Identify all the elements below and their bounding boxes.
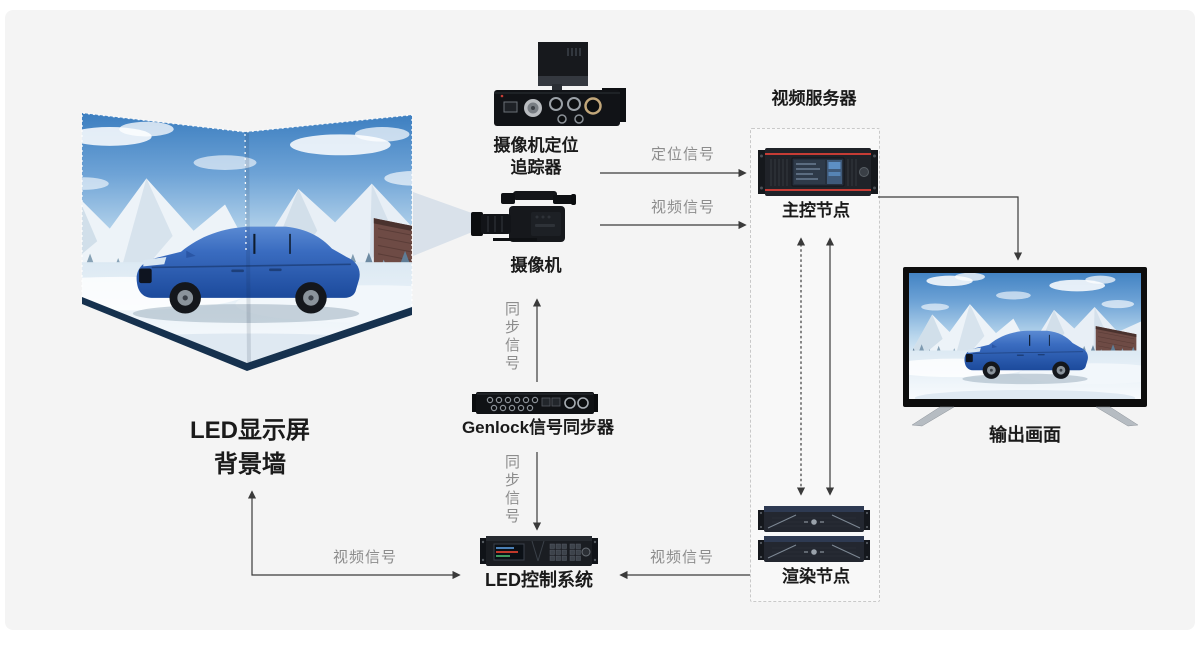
- tv-stand: [911, 406, 1139, 427]
- render-node-label: 渲染节点: [782, 567, 850, 586]
- video-signal-label-wall: 视频信号: [332, 549, 397, 566]
- tracker-device-image: [494, 42, 626, 126]
- tracker-label-line2: 追踪器: [510, 158, 562, 178]
- camera-label: 摄像机: [510, 256, 562, 275]
- positioning-signal-label: 定位信号: [650, 146, 715, 163]
- camera-beam: [413, 192, 497, 256]
- video-signal-label-render: 视频信号: [649, 549, 714, 566]
- render-node-device-image: [758, 506, 870, 562]
- output-screen-label: 输出画面: [989, 425, 1061, 445]
- led-wall-label: LED显示屏 背景墙: [140, 414, 360, 481]
- tracker-label: 摄像机定位 追踪器: [462, 135, 610, 179]
- video-signal-label-camera: 视频信号: [650, 199, 715, 216]
- led-wall-bottom-edge: [82, 297, 412, 371]
- genlock-device-image: [472, 392, 598, 414]
- master-node-label: 主控节点: [782, 201, 850, 220]
- output-tv-image: [903, 267, 1147, 427]
- genlock-label: Genlock信号同步器: [461, 418, 615, 437]
- video-server-title: 视频服务器: [771, 89, 857, 108]
- led-wall-label-line2: 背景墙: [214, 450, 286, 478]
- sync-signal-label-lower: 同步信号: [503, 454, 520, 526]
- camera-image: [413, 191, 576, 256]
- led-wall-seam: [244, 133, 247, 252]
- master-node-device-image: [758, 148, 878, 196]
- led-wall-label-line1: LED显示屏: [190, 417, 310, 444]
- sync-signal-label-upper: 同步信号: [503, 301, 520, 373]
- led-controller-label: LED控制系统: [485, 570, 593, 590]
- tracker-label-line1: 摄像机定位: [493, 136, 579, 155]
- led-wall-image: [81, 112, 413, 371]
- led-controller-device-image: [480, 536, 598, 566]
